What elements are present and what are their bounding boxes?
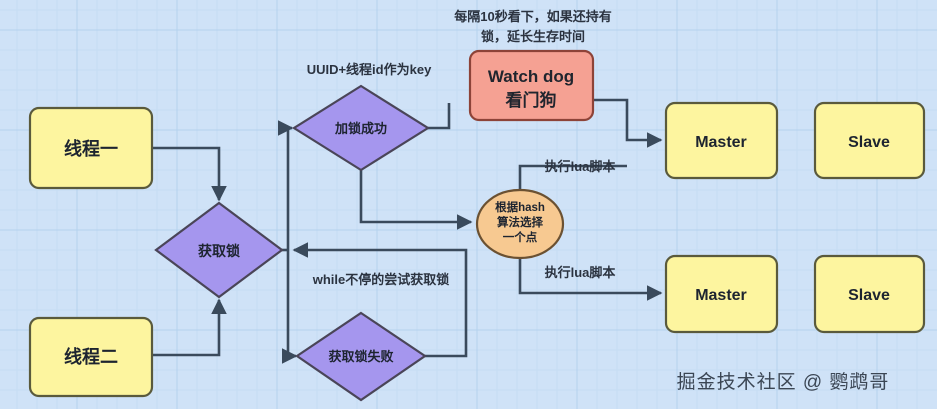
node-thread-one-label: 线程一 (64, 138, 118, 159)
node-hash-pick-label-line3: 一个点 (503, 230, 538, 244)
node-hash-pick-label-line2: 算法选择 (496, 215, 543, 229)
edge-watchdog-to-master-top (593, 98, 663, 148)
node-thread-two[interactable]: 线程二 (28, 316, 154, 398)
edge-lock-success-to-watchdog (428, 103, 451, 130)
node-acquire-lock[interactable]: 获取锁 (154, 201, 284, 299)
node-lock-failed[interactable]: 获取锁失败 (295, 311, 427, 402)
node-slave-top-label: Slave (848, 134, 890, 151)
node-watch-dog[interactable]: Watch dog 看门狗 (468, 49, 595, 122)
label-uuid-key: UUID+线程id作为key (307, 62, 432, 77)
label-while-retry: while不停的尝试获取锁 (312, 272, 450, 287)
node-slave-bottom-label: Slave (848, 287, 890, 304)
edge-lock-success-to-hash (359, 170, 473, 230)
node-slave-bottom[interactable]: Slave (813, 254, 926, 334)
node-thread-one[interactable]: 线程一 (28, 106, 154, 190)
label-watchdog-note-line2: 锁，延长生存时间 (481, 29, 585, 44)
node-hash-pick-label-line1: 根据hash (495, 200, 545, 214)
node-lock-failed-label: 获取锁失败 (328, 349, 393, 364)
node-master-bottom-label: Master (695, 287, 747, 304)
edge-thread-two-to-acquire (152, 298, 227, 357)
edge-trunk-to-lock-failed (281, 250, 298, 364)
edge-thread-one-to-acquire (152, 146, 227, 202)
edge-lock-failed-retry-loop (292, 242, 468, 358)
node-lock-success[interactable]: 加锁成功 (291, 84, 431, 172)
node-hash-pick[interactable]: 根据hash 算法选择 一个点 (475, 188, 565, 260)
edges-layer (152, 98, 663, 364)
node-watch-dog-label-line2: 看门狗 (505, 90, 557, 110)
edge-trunk-to-lock-success (277, 120, 294, 250)
node-master-top[interactable]: Master (664, 101, 779, 180)
node-master-top-label: Master (695, 134, 747, 151)
watermark-text: 掘金技术社区 @ 鹦鹉哥 (677, 371, 890, 393)
edge-labels-layer: UUID+线程id作为key 每隔10秒看下，如果还持有 锁，延长生存时间 执行… (307, 9, 616, 287)
edge-hash-to-master-top (518, 164, 627, 190)
node-acquire-lock-label: 获取锁 (198, 243, 240, 259)
node-master-bottom[interactable]: Master (664, 254, 779, 334)
node-lock-success-label: 加锁成功 (334, 121, 387, 136)
label-lua-script-top: 执行lua脚本 (545, 159, 616, 174)
node-slave-top[interactable]: Slave (813, 101, 926, 180)
node-watch-dog-label-line1: Watch dog (488, 67, 574, 86)
node-thread-two-label: 线程二 (64, 346, 118, 367)
label-lua-script-bottom: 执行lua脚本 (545, 265, 616, 280)
label-watchdog-note-line1: 每隔10秒看下，如果还持有 (454, 9, 611, 24)
edge-hash-to-master-bottom (518, 258, 663, 301)
